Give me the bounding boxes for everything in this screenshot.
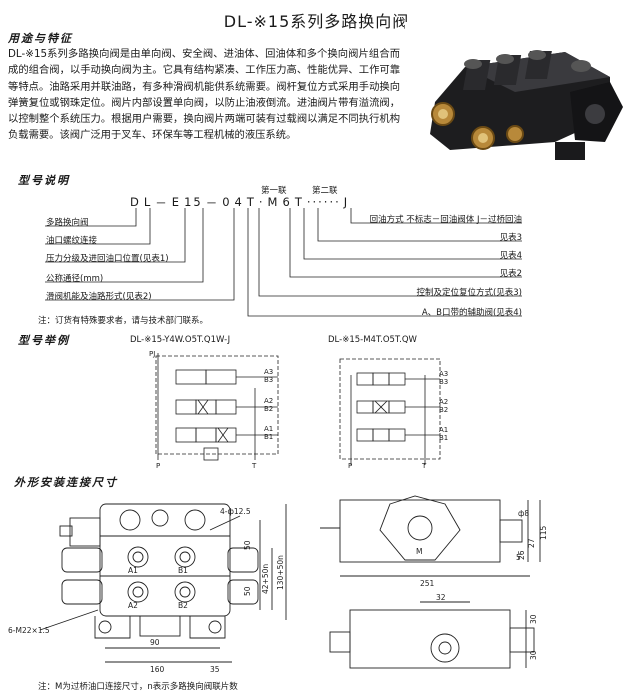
dim-holes: 4-ф12.5 — [220, 507, 251, 516]
dim-27: 27 — [527, 538, 536, 548]
dim-50b: 50 — [243, 586, 252, 596]
code-part: T — [294, 195, 304, 209]
model-code-leaders — [45, 208, 522, 317]
dim-d8: ф8 — [518, 509, 529, 518]
code-part: ······ — [306, 195, 341, 209]
port-label: P — [348, 462, 352, 470]
label-first-unit: 第一联 — [261, 186, 287, 196]
code-part: L — [143, 195, 153, 209]
valve-product-photo — [405, 22, 627, 172]
port-label: B3 — [439, 378, 448, 386]
code-part: D — [130, 195, 141, 209]
dim-m: M — [416, 547, 422, 556]
port-label: A3 — [264, 368, 273, 376]
side-view-drawing: M ф8 115 27 26 5 251 — [320, 495, 548, 588]
label-second-unit: 第二联 — [312, 186, 338, 196]
port-label: A3 — [439, 370, 448, 378]
port-label: B1 — [264, 433, 273, 441]
code-part: J — [343, 195, 350, 209]
right-label: 见表3 — [499, 233, 522, 243]
port-label: A1 — [439, 426, 448, 434]
port-label: A1 — [264, 425, 273, 433]
code-part: E — [171, 195, 182, 209]
dim-90: 90 — [150, 638, 160, 647]
port-label: B2 — [439, 406, 448, 414]
schematic-example-2: A3 B3 A2 B2 A1 B1 P T — [339, 358, 448, 470]
dim-50a: 50 — [243, 540, 252, 550]
dim-26: 26 — [517, 550, 526, 560]
dim-32: 32 — [436, 593, 446, 602]
port-label: B1 — [439, 434, 448, 442]
port-label: T — [421, 462, 427, 470]
dim-30a: 30 — [529, 614, 538, 624]
section-heading-model: 型号说明 — [18, 174, 70, 187]
dim-160: 160 — [150, 665, 165, 674]
dim-30b: 30 — [529, 650, 538, 660]
right-label: 回油方式 不标志－回油阀体 J－过桥回油 — [369, 215, 522, 225]
left-label: 多路换向阀 — [46, 218, 89, 228]
intro-paragraph: DL-※15系列多路换向阀是由单向阀、安全阀、进油体、回油体和多个换向阀片组合而… — [8, 48, 400, 142]
dim-35: 35 — [210, 665, 220, 674]
dim-5: 5 — [516, 553, 521, 562]
right-label: 控制及定位复位方式(见表3) — [416, 288, 522, 298]
dim-42: 42+50n — [261, 564, 270, 594]
example-2-code: DL-※15-M4T.O5T.QW — [328, 335, 417, 345]
port-a2: A2 — [128, 601, 138, 610]
port-a1: A1 — [128, 566, 138, 575]
code-part: 4 — [234, 195, 244, 209]
code-part: － — [205, 196, 220, 210]
code-part: T — [246, 195, 256, 209]
left-label: 公称通径(mm) — [46, 274, 104, 284]
port-label: P — [156, 462, 160, 470]
port-label: A2 — [439, 398, 448, 406]
schematic-example-1: PJ A3 B3 A2 B2 A1 B1 P T — [149, 350, 279, 470]
dim-251: 251 — [420, 579, 435, 588]
port-b1: B1 — [178, 566, 188, 575]
section-heading-examples: 型号举例 — [18, 334, 70, 347]
section-heading-usage: 用途与特征 — [8, 32, 73, 45]
dim-130: 130+50n — [276, 555, 285, 590]
section-heading-dimensions: 外形安装连接尺寸 — [14, 476, 118, 489]
bottom-note: 注：M为过桥油口连接尺寸，n表示多路换向阀联片数 — [38, 682, 238, 692]
example-1-code: DL-※15-Y4W.O5T.Q1W-J — [130, 335, 231, 345]
port-label: B2 — [264, 405, 273, 413]
bottom-view-drawing: 32 30 30 — [329, 593, 538, 669]
model-code: D L － E 15 － 0 4 T · M 6 T ······ J — [130, 195, 349, 211]
code-part: 0 — [222, 195, 232, 209]
page-title: DL-※15系列多路换向阀 — [223, 12, 410, 31]
code-part: 15 — [184, 195, 203, 209]
port-label-pj: PJ — [149, 350, 155, 358]
left-label: 压力分级及进回油口位置(见表1) — [46, 254, 169, 264]
port-label: B3 — [264, 376, 273, 384]
order-note: 注：订货有特殊要求者，请与技术部门联系。 — [38, 316, 209, 326]
port-b2: B2 — [178, 601, 188, 610]
left-label: 油口螺纹连接 — [46, 236, 98, 246]
right-label: 见表4 — [499, 251, 522, 261]
dim-thread: 6-M22×1.5 — [8, 626, 50, 635]
code-part: M — [267, 195, 280, 209]
code-part: · — [258, 195, 265, 209]
dim-115: 115 — [539, 525, 548, 540]
front-view-drawing: 4-ф12.5 50 50 42+50n 130+50n 6-M22×1.5 9… — [8, 503, 287, 674]
right-label: 见表2 — [499, 269, 522, 279]
code-part: － — [155, 196, 169, 210]
left-label: 滑阀机能及油路形式(见表2) — [46, 292, 152, 302]
right-label: A、B口带的辅助阀(见表4) — [421, 308, 522, 318]
code-part: 6 — [282, 195, 292, 209]
port-label: T — [251, 462, 257, 470]
port-label: A2 — [264, 397, 273, 405]
